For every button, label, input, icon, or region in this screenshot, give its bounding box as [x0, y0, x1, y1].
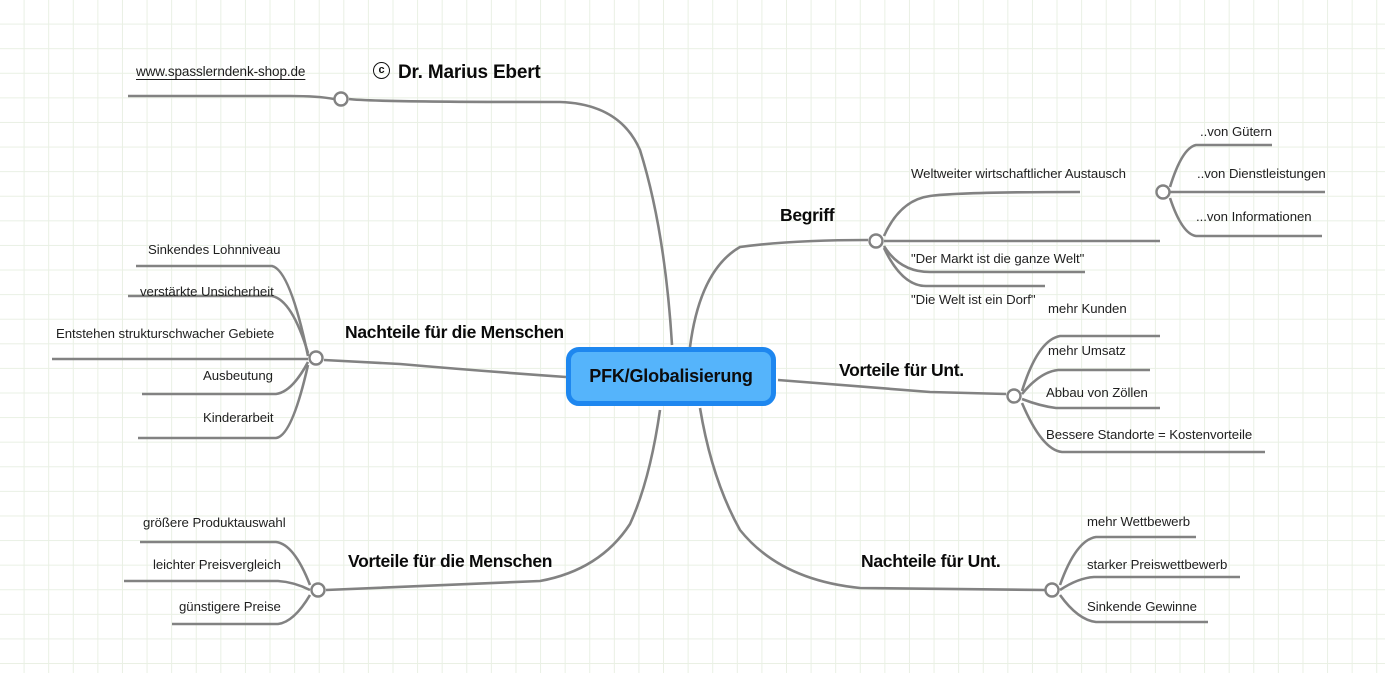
leaf-abbau-von-zoellen[interactable]: Abbau von Zöllen — [1046, 385, 1148, 400]
leaf-sinkende-gewinne[interactable]: Sinkende Gewinne — [1087, 599, 1197, 614]
leaf-sinkendes-lohnniveau[interactable]: Sinkendes Lohnniveau — [148, 242, 281, 257]
leaf-verstaerkte-unsicherheit[interactable]: verstärkte Unsicherheit — [140, 284, 274, 299]
branch-nachteile-unt-label[interactable]: Nachteile für Unt. — [861, 551, 1001, 571]
junction-node — [1006, 388, 1022, 404]
leaf-mehr-kunden[interactable]: mehr Kunden — [1048, 301, 1127, 316]
leaf-groessere-produktauswahl[interactable]: größere Produktauswahl — [143, 515, 286, 530]
leaf-von-guetern[interactable]: ..von Gütern — [1200, 124, 1272, 139]
branch-nachteile-menschen-label[interactable]: Nachteile für die Menschen — [345, 322, 564, 342]
branch-vorteile-menschen-label[interactable]: Vorteile für die Menschen — [348, 551, 553, 571]
leaf-weltweiter-austausch[interactable]: Weltweiter wirtschaftlicher Austausch — [911, 166, 1126, 181]
leaf-guenstigere-preise[interactable]: günstigere Preise — [179, 599, 281, 614]
branch-begriff-label[interactable]: Begriff — [780, 205, 835, 225]
leaf-bessere-standorte[interactable]: Bessere Standorte = Kostenvorteile — [1046, 427, 1253, 442]
leaf-leichter-preisvergleich[interactable]: leichter Preisvergleich — [153, 557, 281, 572]
leaf-mehr-wettbewerb[interactable]: mehr Wettbewerb — [1087, 514, 1191, 529]
leaf-kinderarbeit[interactable]: Kinderarbeit — [203, 410, 274, 425]
leaf-welt-ist-dorf[interactable]: "Die Welt ist ein Dorf" — [911, 292, 1036, 307]
leaf-markt-ganze-welt[interactable]: "Der Markt ist die ganze Welt" — [911, 251, 1085, 266]
junction-node — [868, 233, 884, 249]
junction-node — [1044, 582, 1060, 598]
central-topic-label: PFK/Globalisierung — [589, 366, 753, 386]
junction-node — [308, 350, 324, 366]
leaf-ausbeutung[interactable]: Ausbeutung — [203, 368, 273, 383]
author-name: Dr. Marius Ebert — [398, 62, 541, 83]
leaf-mehr-umsatz[interactable]: mehr Umsatz — [1048, 343, 1126, 358]
junction-node — [333, 91, 349, 107]
junction-node — [310, 582, 326, 598]
leaf-starker-preiswettbewerb[interactable]: starker Preiswettbewerb — [1087, 557, 1228, 572]
branch-vorteile-unt-label[interactable]: Vorteile für Unt. — [839, 360, 964, 380]
site-url-link[interactable]: www.spasslerndenk-shop.de — [136, 64, 306, 79]
leaf-von-informationen[interactable]: ...von Informationen — [1196, 209, 1312, 224]
leaf-von-dienstleistungen[interactable]: ..von Dienstleistungen — [1197, 166, 1326, 181]
leaf-strukturschwache-gebiete[interactable]: Entstehen strukturschwacher Gebiete — [56, 326, 275, 341]
copyright-icon: c — [373, 62, 390, 79]
junction-node — [1155, 184, 1171, 200]
central-topic-node[interactable]: PFK/Globalisierung — [566, 347, 776, 406]
